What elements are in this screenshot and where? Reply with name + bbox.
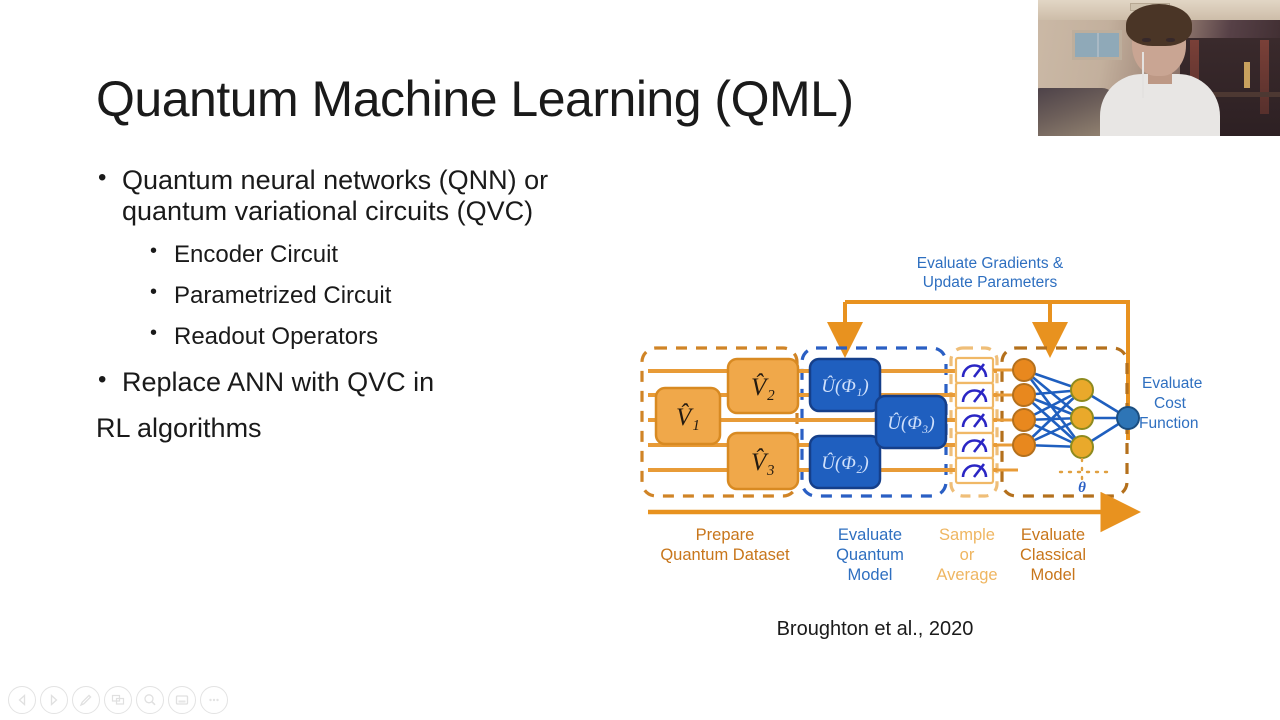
measurement-box [954,381,995,410]
gate-v3 [726,431,800,491]
more-options-icon [209,698,219,702]
stage-evalc-line2: Classical [1020,546,1086,564]
feedback-label-line2: Update Parameters [923,274,1058,291]
stage-sample-line2: or [960,546,975,564]
parametrized-gates: Û(Φ₁) Û(Φ₂) Û(Φ₃) [808,357,948,490]
next-slide-icon [50,694,58,706]
cost-label-line1: Evaluate [1142,375,1202,392]
webcam-earphone-cord [1142,52,1144,98]
previous-slide-icon [18,694,26,706]
feedback-label-line1: Evaluate Gradients & [917,255,1064,272]
measurement-box [954,431,995,460]
gate-v1 [654,386,722,446]
theta-label: θ [1078,480,1086,496]
webcam-chair-post-right [1260,40,1269,114]
encoder-gates: V̂₁ V̂₂ V̂₃ [654,357,800,491]
stage-sample-line1: Sample [939,526,995,544]
cost-label-line2: Cost [1154,395,1187,412]
network-output-node [1116,406,1140,430]
gate-u-phi3-label: Û(Φ₃) [887,412,934,434]
measurement-boxes [954,356,995,485]
webcam-lamp [1244,62,1250,88]
all-slides-grid-button[interactable] [104,686,132,714]
webcam-person-hair [1126,4,1192,46]
bullet-rl-algorithms: RL algorithms [96,412,262,443]
network-dotted-continuation [1058,457,1109,488]
zoom-magnifier-button[interactable] [136,686,164,714]
stage-prepare-line2: Quantum Dataset [660,546,790,564]
pen-annotation-icon [79,694,92,707]
bullet-parametrized-circuit: Parametrized Circuit [96,275,626,316]
stage-captions: Prepare Quantum Dataset Evaluate Quantum… [660,526,1086,584]
network-input-nodes [1012,358,1036,457]
bullet-readout-operators: Readout Operators [96,316,626,357]
gate-v2 [726,357,800,415]
all-slides-grid-icon [111,694,125,705]
measurement-box [954,456,995,485]
gate-u-phi2 [808,434,882,490]
sub-bullet-list: Encoder Circuit Parametrized Circuit Rea… [96,234,626,358]
gate-u-phi1 [808,357,882,413]
previous-slide-button[interactable] [8,686,36,714]
webcam-person-torso [1100,74,1220,136]
webcam-person-eye-left [1142,38,1151,42]
gate-u-phi3 [874,394,948,450]
stage-evalq-line3: Model [848,566,893,584]
bullet-encoder-circuit: Encoder Circuit [96,234,626,275]
stage-evalc-line1: Evaluate [1021,526,1085,544]
cost-function-label: Evaluate Cost Function [1139,375,1202,432]
cost-label-line3: Function [1139,415,1198,432]
bullet-level1-qnn: Quantum neural networks (QNN) or quantum… [96,164,626,228]
stage-evalq-line1: Evaluate [838,526,902,544]
presenter-webcam-overlay [1038,0,1280,136]
next-slide-button[interactable] [40,686,68,714]
stage-evalc-line3: Model [1031,566,1076,584]
webcam-person-eye-right [1166,38,1175,42]
presenter-screen-button[interactable] [168,686,196,714]
network-edges-input-hidden [1022,368,1084,449]
more-options-button[interactable] [200,686,228,714]
presentation-toolbar [8,686,228,714]
gate-v1-label: V̂₁ [676,403,700,431]
zoom-magnifier-icon [144,694,156,706]
gate-v3-label: V̂₃ [751,448,775,476]
presenter-screen-icon [175,695,189,705]
figure-citation: Broughton et al., 2020 [776,618,974,640]
stage-evalq-line2: Quantum [836,546,904,564]
gate-v2-label: V̂₂ [751,373,775,401]
webcam-window [1072,30,1122,60]
stage-box-evaluate-classical [1000,346,1129,498]
gate-u-phi2-label: Û(Φ₂) [821,452,868,474]
classical-neural-network: θ [1012,358,1140,496]
webcam-shelf-bar [1182,92,1280,97]
bullet-replace-ann: Replace ANN with QVC in [96,366,626,398]
qml-pipeline-figure: Evaluate Gradients & Update Parameters [620,240,1220,640]
measurement-box [954,356,995,385]
network-hidden-nodes [1070,378,1094,459]
slide-body: Quantum neural networks (QNN) or quantum… [96,164,626,446]
measurement-box [954,406,995,435]
gate-u-phi1-label: Û(Φ₁) [821,375,868,397]
pen-annotation-button[interactable] [72,686,100,714]
stage-sample-line3: Average [936,566,997,584]
stage-prepare-line1: Prepare [696,526,755,544]
page-title: Quantum Machine Learning (QML) [96,71,854,127]
